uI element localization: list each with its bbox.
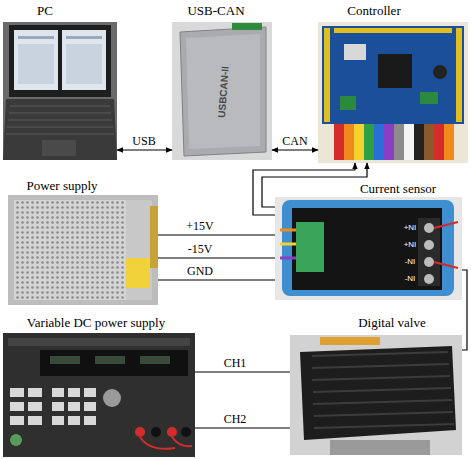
edge-label: USB <box>131 134 156 148</box>
edge-label: -15V <box>187 242 214 256</box>
connector <box>253 163 355 215</box>
connector <box>158 279 275 280</box>
panel-title: Digital valve <box>358 316 426 330</box>
current-sensor-photo <box>275 197 462 300</box>
edge-label: CAN <box>281 134 308 148</box>
connector <box>272 149 318 150</box>
panel-title: Variable DC power supply <box>27 316 165 330</box>
dc-supply-photo <box>3 333 195 457</box>
power-supply-photo <box>8 195 158 305</box>
edge-label: +15V <box>185 219 214 233</box>
panel-title: Current sensor <box>360 182 436 196</box>
panel-title: USB-CAN <box>187 4 244 18</box>
edge-label: GND <box>186 264 214 278</box>
photo-panel: Current sensor <box>275 182 462 300</box>
photo-panel: Power supply <box>8 179 158 305</box>
printed-marking: -NI <box>405 258 416 266</box>
edge-label: CH2 <box>223 412 248 426</box>
usbcan-photo <box>172 22 272 160</box>
photo-panel: Digital valve <box>290 316 462 455</box>
edge-label: CH1 <box>223 356 248 370</box>
connector <box>195 371 290 372</box>
photo-panel: PC <box>3 4 117 160</box>
connector <box>195 427 290 428</box>
controller-photo <box>318 22 468 163</box>
connector <box>462 270 467 350</box>
printed-marking: +NI <box>404 224 417 232</box>
panel-title: Controller <box>347 4 400 18</box>
digital-valve-photo <box>290 335 462 455</box>
photo-panel: Variable DC power supply <box>3 316 195 457</box>
printed-marking: -NI <box>405 275 416 283</box>
printed-marking: +NI <box>404 241 417 249</box>
laptop-photo <box>3 22 117 160</box>
connector <box>117 149 172 150</box>
panel-title: PC <box>37 4 53 18</box>
connector <box>158 257 275 258</box>
connector <box>158 234 275 235</box>
panel-title: Power supply <box>26 179 97 193</box>
photo-panel: Controller <box>318 4 468 163</box>
